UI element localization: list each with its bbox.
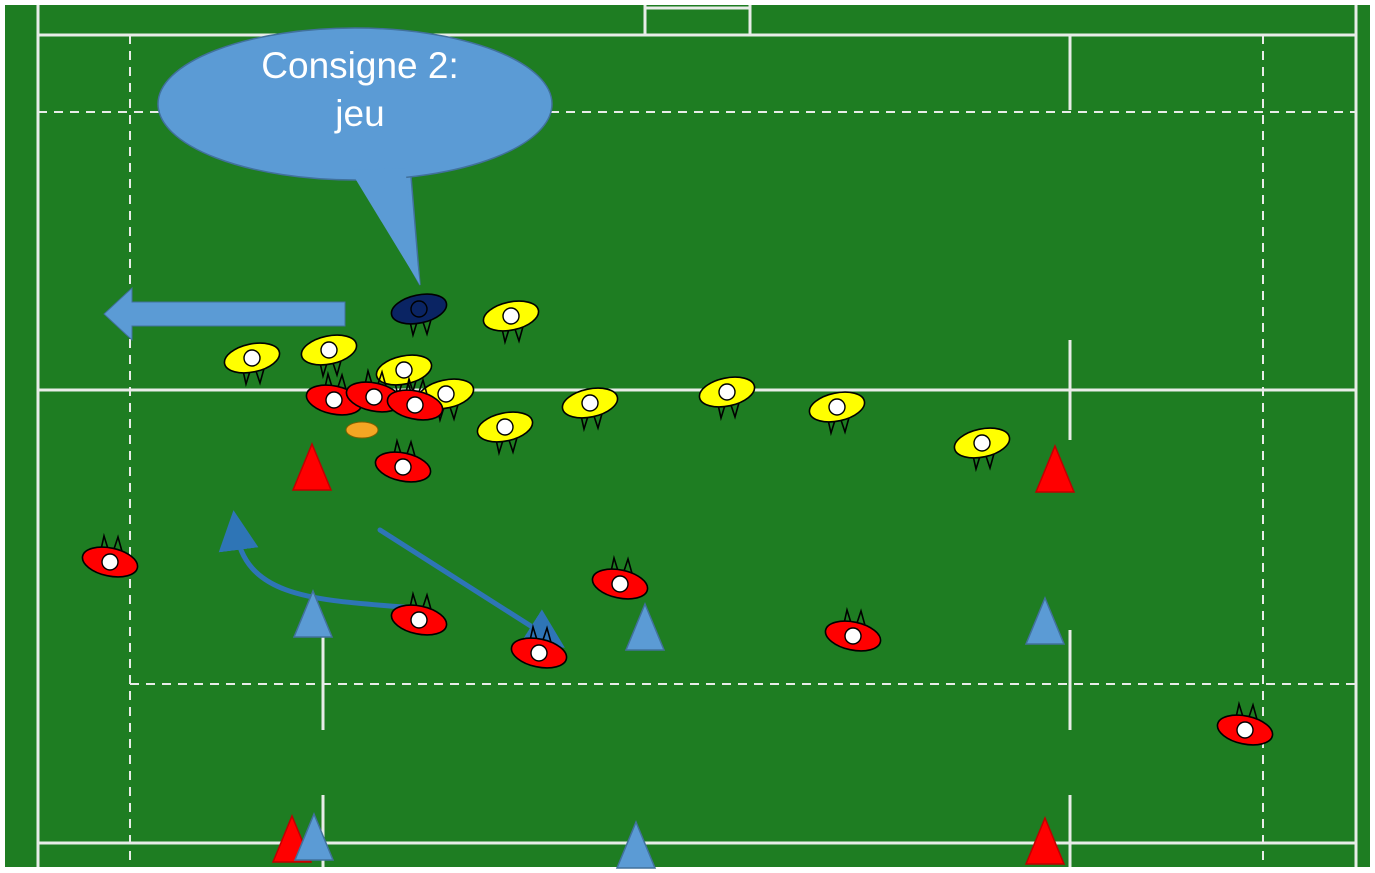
- defender-player: [808, 391, 866, 437]
- attacker-player: [81, 532, 139, 578]
- attacker-player: [591, 554, 649, 600]
- defender-player: [482, 300, 540, 346]
- defender-player: [953, 427, 1011, 473]
- attacker-player: [824, 606, 882, 652]
- attacker-player: [1216, 700, 1274, 746]
- blue-cone: [1024, 596, 1066, 645]
- scrum-half-player: [390, 293, 448, 339]
- blue-cone: [615, 820, 657, 869]
- defender-player: [561, 387, 619, 433]
- attacker-player: [386, 375, 444, 421]
- defender-player: [476, 411, 534, 457]
- attacker-player: [390, 590, 448, 636]
- rugby-ball: [345, 421, 379, 439]
- run-lines: [218, 510, 565, 648]
- defender-player: [300, 334, 358, 380]
- defender-player: [375, 354, 433, 400]
- attacker-player: [510, 623, 568, 669]
- cones: [271, 442, 1076, 869]
- field-lines: [36, 5, 1358, 867]
- players: [81, 293, 1274, 746]
- defender-player: [698, 376, 756, 422]
- callout-bubble: [157, 27, 553, 286]
- blue-cone: [292, 589, 334, 638]
- red-cone: [291, 442, 333, 491]
- red-cone: [1024, 816, 1066, 865]
- red-cone: [1034, 444, 1076, 493]
- attacker-player: [374, 437, 432, 483]
- direction-arrow: [103, 286, 346, 342]
- blue-cone: [293, 812, 335, 861]
- blue-cone: [624, 602, 666, 651]
- defender-player: [223, 342, 281, 388]
